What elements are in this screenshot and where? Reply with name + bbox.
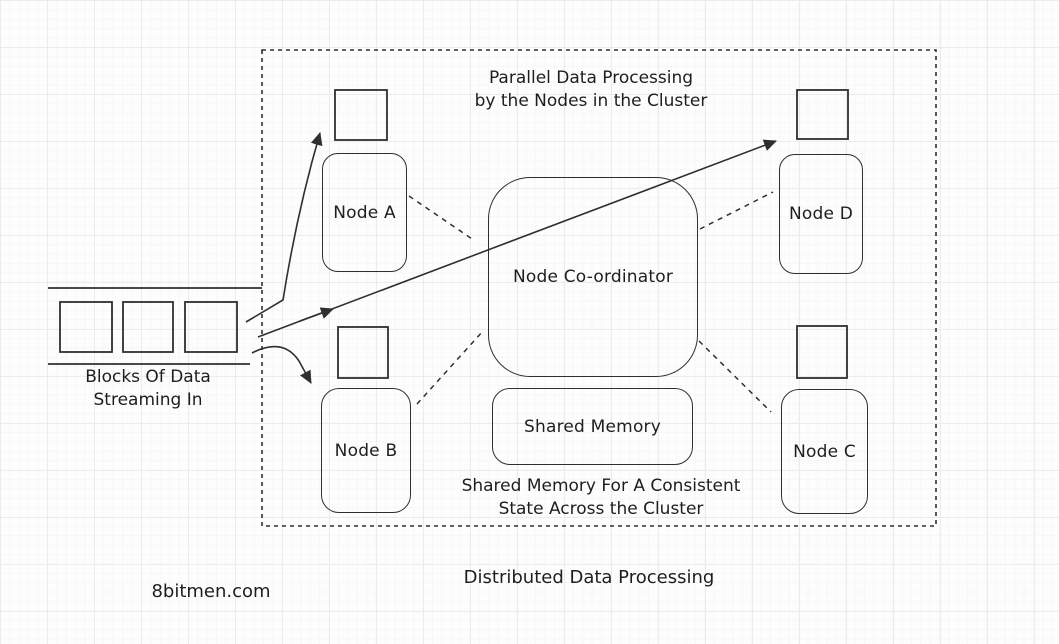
node-a-task-square [334,89,388,141]
connector-coordinator-node-c [698,340,772,413]
cluster-title-line1: Parallel Data Processing [488,68,694,88]
diagram-title-text: Distributed Data Processing [463,567,715,588]
node-b-box: Node B [321,388,411,513]
node-d-task-square [796,89,849,140]
shared-memory-caption-line2: State Across the Cluster [498,499,704,519]
shared-memory-label: Shared Memory [524,416,661,437]
stream-label: Blocks Of Data Streaming In [38,366,258,412]
data-block-2 [122,301,174,353]
shared-memory-box: Shared Memory [492,388,693,465]
stream-label-line1: Blocks Of Data [85,367,211,387]
shared-memory-caption: Shared Memory For A Consistent State Acr… [431,475,771,521]
connector-coordinator-node-d [699,191,774,230]
watermark: 8bitmen.com [131,580,291,603]
connector-node-b-coordinator [416,330,484,405]
node-coordinator-box: Node Co-ordinator [488,177,698,377]
node-b-label: Node B [334,440,398,461]
data-block-1 [59,301,113,353]
arrow-to-node-d-mid-head [299,307,334,322]
node-c-task-square [796,325,848,379]
node-coordinator-label: Node Co-ordinator [512,267,674,287]
diagram-title: Distributed Data Processing [429,566,749,589]
node-c-box: Node C [781,389,868,514]
data-block-3 [184,301,238,353]
stream-label-line2: Streaming In [93,390,203,410]
node-d-box: Node D [779,154,863,274]
connector-node-a-coordinator [408,195,476,242]
watermark-text: 8bitmen.com [151,581,271,602]
arrow-to-node-a [245,132,323,323]
node-c-label: Node C [793,441,856,462]
cluster-title-line2: by the Nodes in the Cluster [474,91,708,111]
arrow-to-node-b [251,345,312,384]
node-b-task-square [337,326,389,379]
node-a-box: Node A [322,153,407,272]
shared-memory-caption-line1: Shared Memory For A Consistent [461,476,741,496]
node-a-label: Node A [333,202,396,223]
cluster-title: Parallel Data Processing by the Nodes in… [441,67,741,113]
node-d-label: Node D [788,204,854,224]
